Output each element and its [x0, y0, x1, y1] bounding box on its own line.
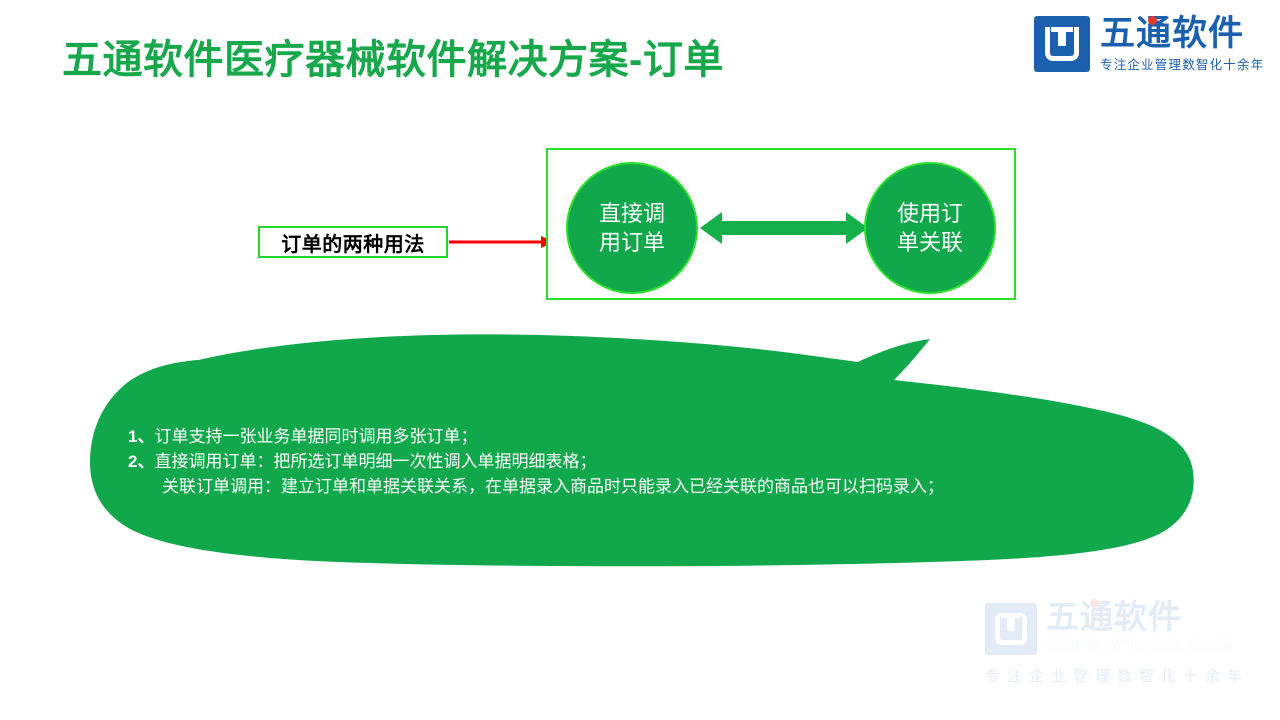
- watermark-brand-name: 五通软件: [1046, 598, 1233, 635]
- notes-line-number: 2、: [128, 452, 155, 471]
- watermark-accent-dot-icon: [1090, 599, 1099, 608]
- wutong-logo-watermark-icon: [985, 603, 1037, 655]
- page-title: 五通软件医疗器械软件解决方案-订单: [62, 38, 724, 82]
- notes-line-indent: [128, 474, 162, 499]
- callout-label-text: 订单的两种用法: [281, 233, 425, 256]
- watermark-tagline: 专注企业管理数智化十余年: [985, 668, 1250, 685]
- footer-watermark: 五通软件 WWW.WTORG.COM 专注企业管理数智化十余年: [985, 598, 1265, 710]
- speech-bubble-shape: [90, 334, 1194, 567]
- diagram-node-order-link[interactable]: 使用订单关联: [864, 162, 996, 294]
- wutong-logo-icon: [1034, 16, 1090, 72]
- notes-line: 1、 订单支持一张业务单据同时调用多张订单；: [128, 424, 1188, 449]
- brand-accent-dot-icon: [1148, 16, 1157, 25]
- brand-tagline: 专注企业管理数智化十余年: [1100, 57, 1265, 72]
- notes-line-text: 直接调用订单：把所选订单明细一次性调入单据明细表格；: [154, 452, 597, 471]
- watermark-texts: 五通软件 WWW.WTORG.COM: [1046, 598, 1233, 658]
- watermark-brand-name-text: 五通软件: [1046, 598, 1182, 635]
- watermark-stem-top-shape: [1001, 613, 1021, 618]
- watermark-cup-shape: [995, 613, 1027, 645]
- double-headed-arrow-icon: [700, 212, 868, 244]
- notes-line: 关联订单调用：建立订单和单据关联关系，在单据录入商品时只能录入已经关联的商品也可…: [128, 474, 1188, 499]
- logo-stem-top-shape: [1051, 27, 1073, 32]
- notes-line-text: 订单支持一张业务单据同时调用多张订单；: [154, 427, 478, 446]
- watermark-logo-row: 五通软件 WWW.WTORG.COM: [985, 598, 1265, 658]
- brand-name: 五通软件: [1100, 14, 1245, 53]
- notes-line-number: 1、: [128, 427, 155, 446]
- callout-label-box: 订单的两种用法: [258, 226, 448, 258]
- notes-line-text: 关联订单调用：建立订单和单据关联关系，在单据录入商品时只能录入已经关联的商品也可…: [162, 477, 944, 496]
- watermark-url: WWW.WTORG.COM: [1046, 636, 1233, 657]
- diagram-node-direct-call[interactable]: 直接调用订单: [566, 162, 698, 294]
- brand-logo-text: 五通软件 专注企业管理数智化十余年: [1100, 14, 1265, 73]
- diagram-node-label: 直接调用订单: [598, 200, 665, 255]
- red-arrow-icon: [449, 236, 554, 248]
- logo-cup-shape: [1045, 27, 1079, 61]
- logo-stem-shape: [1058, 27, 1066, 46]
- brand-logo: 五通软件 专注企业管理数智化十余年: [1034, 14, 1265, 78]
- notes-text-block: 1、 订单支持一张业务单据同时调用多张订单； 2、 直接调用订单：把所选订单明细…: [128, 424, 1188, 499]
- watermark-stem-shape: [1007, 613, 1015, 631]
- notes-line: 2、 直接调用订单：把所选订单明细一次性调入单据明细表格；: [128, 449, 1188, 474]
- diagram-node-label: 使用订单关联: [896, 200, 963, 255]
